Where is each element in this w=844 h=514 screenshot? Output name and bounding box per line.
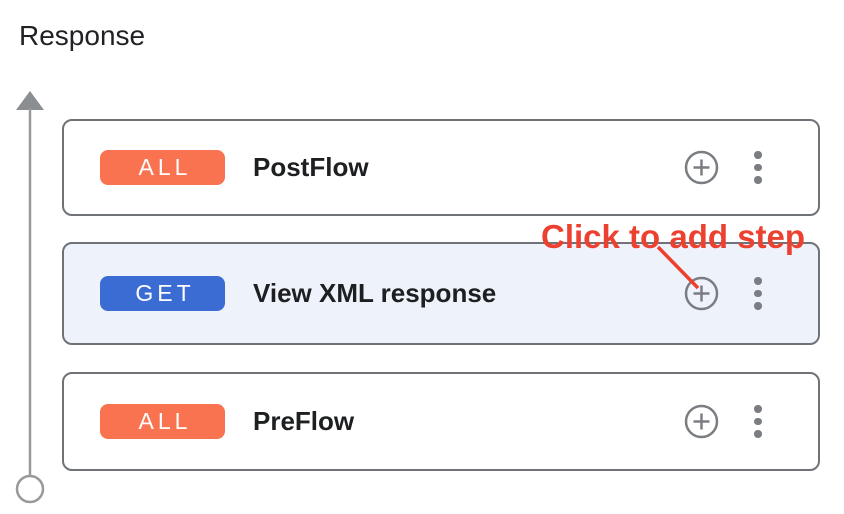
annotation-click-to-add-step: Click to add step	[541, 218, 806, 255]
more-options-button[interactable]	[748, 146, 768, 190]
method-badge: GET	[100, 276, 225, 311]
plus-circle-icon	[684, 150, 719, 185]
more-options-button[interactable]	[748, 272, 768, 316]
flow-name: PostFlow	[253, 152, 369, 182]
add-step-button[interactable]	[683, 149, 720, 186]
flow-card-postflow[interactable]: ALL PostFlow	[62, 119, 820, 216]
add-step-button[interactable]	[683, 403, 720, 440]
flow-card-preflow[interactable]: ALL PreFlow	[62, 372, 820, 471]
plus-circle-icon	[684, 404, 719, 439]
more-options-button[interactable]	[748, 400, 768, 444]
flow-card-view-xml-response[interactable]: GET View XML response	[62, 242, 820, 345]
kebab-menu-icon	[754, 405, 762, 413]
page-title: Response	[19, 20, 146, 51]
kebab-menu-icon	[754, 277, 762, 285]
add-step-button[interactable]	[683, 275, 720, 312]
plus-circle-icon	[684, 276, 719, 311]
flow-name: View XML response	[253, 278, 497, 308]
kebab-menu-icon	[754, 151, 762, 159]
method-badge: ALL	[100, 404, 225, 439]
flow-name: PreFlow	[253, 406, 355, 436]
method-badge: ALL	[100, 150, 225, 185]
